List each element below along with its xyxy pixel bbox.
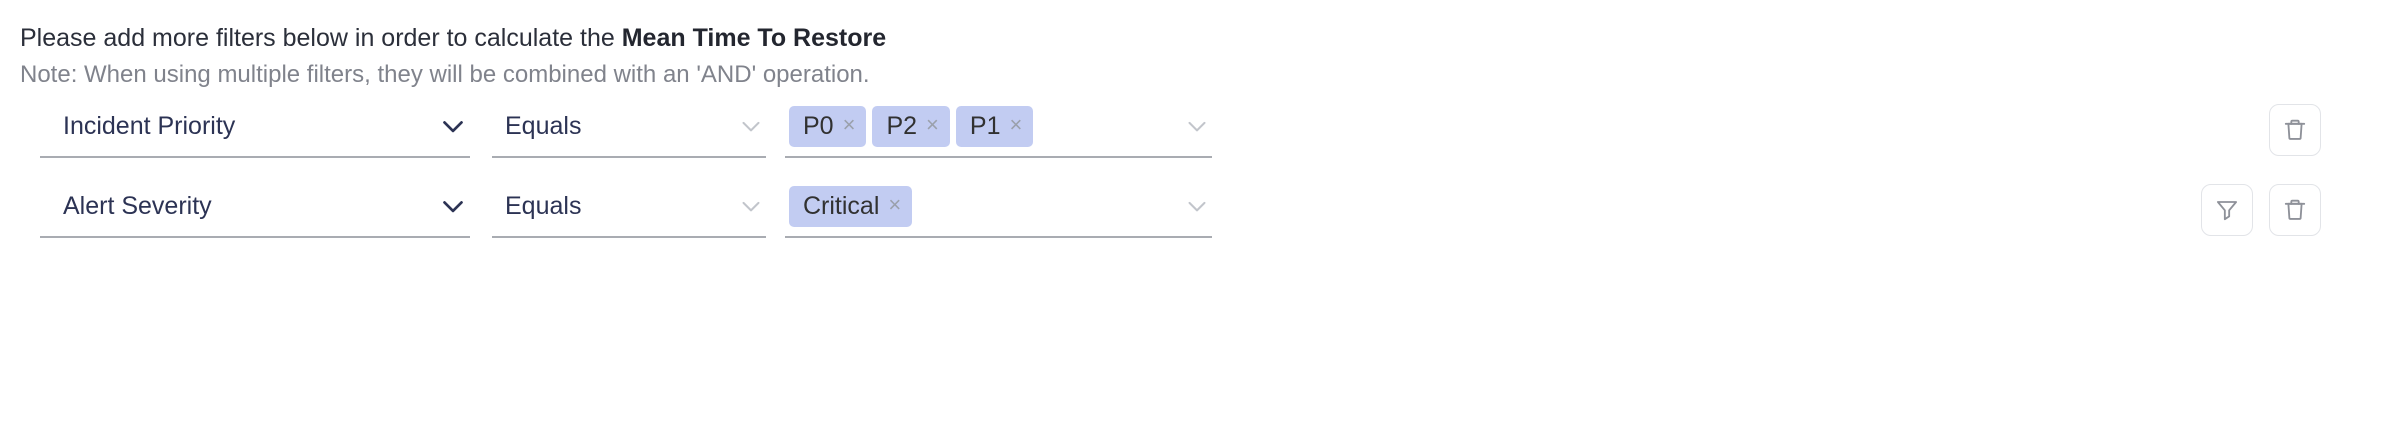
value-tag-label: P1 [969,111,1001,140]
filter-rows: Incident Priority Equals [0,96,2408,256]
filter-value-tags: P0 × P2 × P1 × [785,105,1182,147]
filter-row-actions [2269,104,2321,156]
filter-row: Alert Severity Equals Cr [0,176,2408,256]
delete-filter-button[interactable] [2269,104,2321,156]
chevron-down-icon[interactable] [736,111,766,141]
trash-icon [2282,197,2308,223]
filter-operator-value: Equals [505,191,582,220]
value-tag-label: P0 [803,111,834,140]
filter-field-select[interactable]: Incident Priority [40,96,470,158]
filter-note: Note: When using multiple filters, they … [20,61,870,88]
trash-icon [2282,117,2308,143]
filter-operator-value: Equals [505,111,582,140]
filter-row: Incident Priority Equals [0,96,2408,176]
close-icon[interactable]: × [926,111,939,137]
filter-field-value: Incident Priority [63,111,236,140]
page-title-prefix: Please add more filters below in order t… [20,24,622,52]
filter-operator-select[interactable]: Equals [492,96,766,158]
filter-value-tags: Critical × [785,185,1182,227]
value-tag[interactable]: P0 × [789,105,867,147]
value-tag[interactable]: P1 × [955,105,1034,147]
chevron-down-icon[interactable] [1182,191,1212,221]
value-tag[interactable]: P2 × [872,105,950,147]
value-tag-label: P2 [886,111,918,140]
chevron-down-icon[interactable] [436,109,470,143]
value-tag[interactable]: Critical × [789,185,913,227]
close-icon[interactable]: × [1009,111,1023,137]
filter-field-value: Alert Severity [63,191,212,220]
chevron-down-icon[interactable] [436,189,470,223]
page-title-metric: Mean Time To Restore [621,24,887,52]
delete-filter-button[interactable] [2269,184,2321,236]
filter-operator-select[interactable]: Equals [492,176,766,238]
page-title: Please add more filters below in order t… [20,22,886,54]
chevron-down-icon[interactable] [1182,111,1212,141]
value-tag-label: Critical [803,191,880,220]
chevron-down-icon[interactable] [736,191,766,221]
filter-value-select[interactable]: P0 × P2 × P1 × [785,96,1212,158]
close-icon[interactable]: × [888,191,902,217]
close-icon[interactable]: × [842,111,856,137]
filter-value-select[interactable]: Critical × [785,176,1212,238]
filter-field-select[interactable]: Alert Severity [40,176,470,238]
add-filter-button[interactable] [2201,184,2253,236]
funnel-icon [2214,197,2240,223]
filter-row-actions [2201,184,2321,236]
